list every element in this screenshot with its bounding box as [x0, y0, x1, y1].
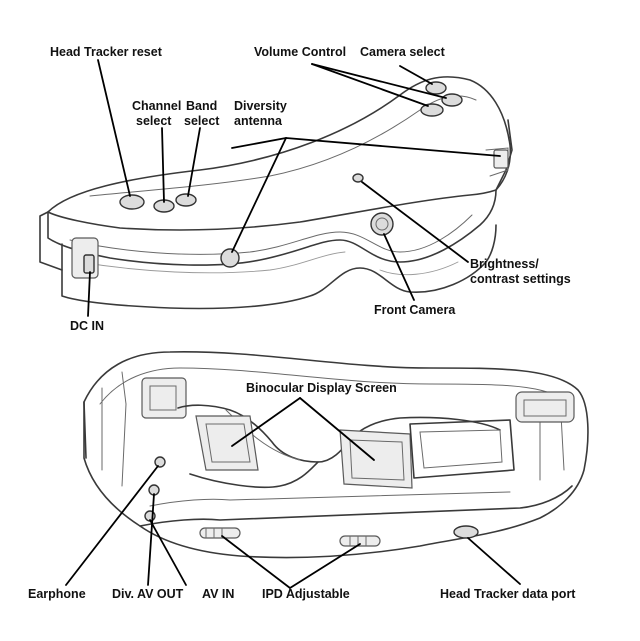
volume-down-button [420, 103, 444, 117]
band-select-button [175, 193, 197, 207]
label-camera-select: Camera select [360, 45, 446, 59]
head-tracker-reset-button [119, 194, 145, 210]
label-earphone: Earphone [28, 587, 86, 601]
label-channel-select-1: Channel [132, 99, 181, 113]
goggles-top-view [39, 76, 513, 310]
ipd-slider-left [199, 527, 241, 539]
label-head-tracker-reset: Head Tracker reset [50, 45, 163, 59]
diversity-antenna-port [220, 248, 240, 268]
label-brightness-2: contrast settings [470, 272, 571, 286]
top-labels: Head Tracker reset Volume Control Camera… [50, 45, 571, 333]
head-tracker-data-port [453, 525, 479, 539]
bottom-pointers [65, 397, 521, 589]
label-band-select-2: select [184, 114, 220, 128]
brightness-button [352, 173, 364, 183]
earphone-jack [154, 456, 166, 468]
label-binocular-display: Binocular Display Screen [246, 381, 397, 395]
label-head-tracker-port: Head Tracker data port [440, 587, 576, 601]
label-av-in: AV IN [202, 587, 234, 601]
label-div-av-out: Div. AV OUT [112, 587, 184, 601]
top-pointers [87, 59, 501, 317]
front-camera-lens [370, 212, 394, 236]
label-volume-control: Volume Control [254, 45, 346, 59]
label-diversity-antenna-2: antenna [234, 114, 283, 128]
label-diversity-antenna-1: Diversity [234, 99, 287, 113]
label-front-camera: Front Camera [374, 303, 456, 317]
right-side-pad [515, 391, 575, 423]
camera-select-button [425, 81, 447, 95]
label-ipd-adjustable: IPD Adjustable [262, 587, 350, 601]
left-side-pad [141, 377, 187, 419]
antenna-connector-right [493, 149, 509, 169]
label-band-select-1: Band [186, 99, 217, 113]
volume-up-button [441, 93, 463, 107]
label-brightness-1: Brightness/ [470, 257, 539, 271]
goggles-bottom-view [83, 351, 589, 559]
label-channel-select-2: select [136, 114, 172, 128]
label-dc-in: DC IN [70, 319, 104, 333]
dc-in-port [83, 254, 95, 274]
right-display-screen [339, 429, 413, 489]
bottom-labels: Binocular Display Screen Earphone Div. A… [28, 381, 576, 601]
